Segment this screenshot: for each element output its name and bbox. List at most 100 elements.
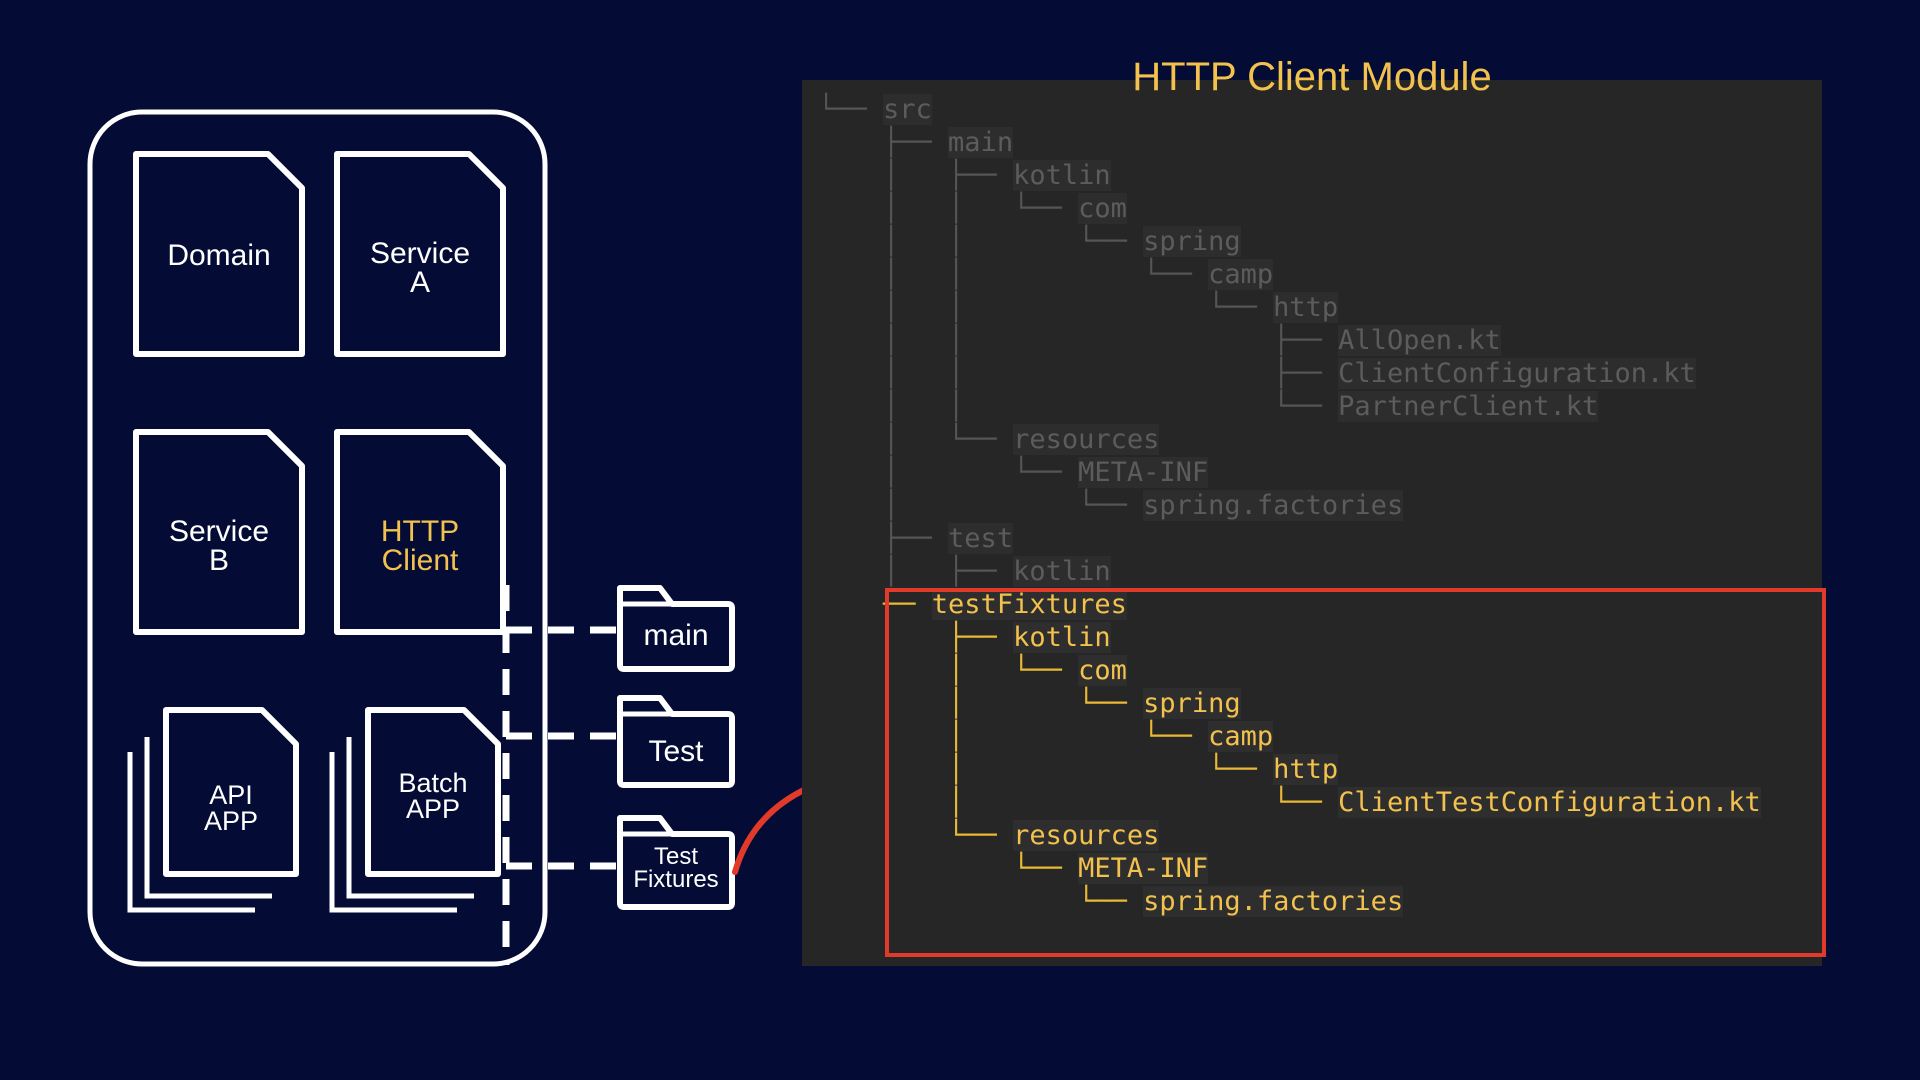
tree-guide: │ └── — [818, 655, 1079, 686]
module-service-b-label: Service — [169, 515, 269, 548]
tree-item-name: kotlin — [1013, 556, 1111, 587]
tree-title: HTTP Client Module — [1132, 55, 1492, 99]
source-set-main: main — [617, 585, 735, 672]
module-service-a: Service A — [334, 151, 506, 357]
tree-guide: │ ├── — [818, 160, 1014, 191]
tree-guide: │ └── — [818, 424, 1014, 455]
tree-guide: │ └── — [818, 457, 1079, 488]
tree-item-name: spring.factories — [1143, 886, 1404, 917]
tree-item-name: resources — [1013, 820, 1160, 851]
tree-row: │ ├── kotlin — [818, 159, 1761, 192]
tree-item-name: main — [948, 127, 1014, 158]
tree-row: │ └── camp — [818, 720, 1761, 753]
tree-guide: └── — [818, 820, 1014, 851]
tree-guide: ├── — [818, 523, 949, 554]
tree-guide: │ │ └── — [818, 391, 1339, 422]
tree-row: │ └── ClientTestConfiguration.kt — [818, 786, 1761, 819]
tree-guide: │ └── — [818, 688, 1144, 719]
tree-item-name: http — [1273, 754, 1339, 785]
tree-item-name: camp — [1208, 721, 1274, 752]
tree-guide: │ └── — [818, 754, 1274, 785]
module-api-app-label-2: APP — [204, 806, 258, 836]
module-domain-label: Domain — [167, 239, 270, 272]
project-container — [87, 109, 548, 967]
tree-row: │ │ └── spring — [818, 225, 1761, 258]
tree-item-name: resources — [1013, 424, 1160, 455]
tree-item-name: src — [883, 94, 932, 125]
tree-row: │ └── resources — [818, 423, 1761, 456]
tree-item-name: testFixtures — [931, 589, 1127, 620]
tree-item-name: kotlin — [1013, 160, 1111, 191]
tree-row: └── META-INF — [818, 852, 1761, 885]
tree-item-name: spring — [1143, 226, 1241, 257]
tree-row: │ │ ├── ClientConfiguration.kt — [818, 357, 1761, 390]
tree-guide: │ ├── — [818, 556, 1014, 587]
tree-row: │ └── com — [818, 654, 1761, 687]
source-set-test: Test — [617, 695, 735, 788]
tree-guide: └── — [818, 94, 884, 125]
module-service-a-label: Service — [370, 237, 470, 270]
tree-row: │ └── http — [818, 753, 1761, 786]
tree-item-name: camp — [1208, 259, 1274, 290]
tree-guide: │ │ └── — [818, 226, 1144, 257]
module-service-b-label-2: B — [209, 544, 229, 577]
tree-item-name: http — [1273, 292, 1339, 323]
source-set-test-label: Test — [648, 735, 704, 768]
source-set-test-fixtures-label-2: Fixtures — [633, 866, 718, 893]
tree-item-name: AllOpen.kt — [1338, 325, 1501, 356]
directory-tree: └── src ├── main │ ├── kotlin │ │ └── co… — [818, 93, 1761, 918]
tree-item-name: com — [1078, 655, 1127, 686]
tree-guide: └── — [818, 886, 1144, 917]
module-api-app: API APP — [127, 707, 299, 913]
tree-item-name: PartnerClient.kt — [1338, 391, 1599, 422]
tree-row: │ └── spring — [818, 687, 1761, 720]
module-http-client-label: HTTP — [381, 515, 459, 548]
tree-item-name: spring — [1143, 688, 1241, 719]
tree-row: ├── test — [818, 522, 1761, 555]
module-service-a-label-2: A — [410, 266, 430, 299]
tree-item-name: com — [1078, 193, 1127, 224]
module-batch-app-label: Batch — [398, 768, 467, 798]
tree-row: │ │ └── camp — [818, 258, 1761, 291]
tree-item-name: ClientTestConfiguration.kt — [1338, 787, 1761, 818]
module-batch-app-label-2: APP — [406, 794, 460, 824]
tree-guide: │ └── — [818, 787, 1339, 818]
module-http-client-label-2: Client — [382, 544, 459, 577]
tree-item-name: kotlin — [1013, 622, 1111, 653]
tree-guide: │ │ ├── — [818, 358, 1339, 389]
tree-row: ── testFixtures — [818, 588, 1761, 621]
tree-item-name: ClientConfiguration.kt — [1338, 358, 1696, 389]
tree-guide: │ └── — [818, 721, 1209, 752]
tree-item-name: spring.factories — [1143, 490, 1404, 521]
tree-item-name: META-INF — [1078, 457, 1209, 488]
module-api-app-label: API — [209, 780, 253, 810]
module-batch-app: Batch APP — [329, 707, 501, 913]
tree-guide: │ └── — [818, 490, 1144, 521]
tree-guide: └── — [818, 853, 1079, 884]
tree-row: │ │ ├── AllOpen.kt — [818, 324, 1761, 357]
module-service-b: Service B — [133, 429, 305, 635]
source-set-connectors — [502, 585, 616, 965]
tree-item-name: test — [948, 523, 1014, 554]
tree-row: │ ├── kotlin — [818, 555, 1761, 588]
tree-row: └── src — [818, 93, 1761, 126]
tree-row: │ │ └── com — [818, 192, 1761, 225]
source-set-main-label: main — [643, 619, 708, 652]
tree-row: │ │ └── http — [818, 291, 1761, 324]
tree-guide: │ │ ├── — [818, 325, 1339, 356]
tree-row: └── resources — [818, 819, 1761, 852]
tree-item-name: META-INF — [1078, 853, 1209, 884]
tree-guide: ├── — [818, 622, 1014, 653]
tree-row: ├── kotlin — [818, 621, 1761, 654]
tree-row: │ │ └── PartnerClient.kt — [818, 390, 1761, 423]
module-http-client: HTTP Client — [334, 429, 506, 635]
tree-guide: │ │ └── — [818, 259, 1209, 290]
source-set-test-fixtures: Test Fixtures — [617, 815, 735, 910]
tree-row: │ └── spring.factories — [818, 489, 1761, 522]
tree-guide: ├── — [818, 127, 949, 158]
tree-row: ├── main — [818, 126, 1761, 159]
tree-guide: │ │ └── — [818, 193, 1079, 224]
source-set-test-fixtures-label: Test — [654, 843, 698, 870]
tree-guide: │ │ └── — [818, 292, 1274, 323]
